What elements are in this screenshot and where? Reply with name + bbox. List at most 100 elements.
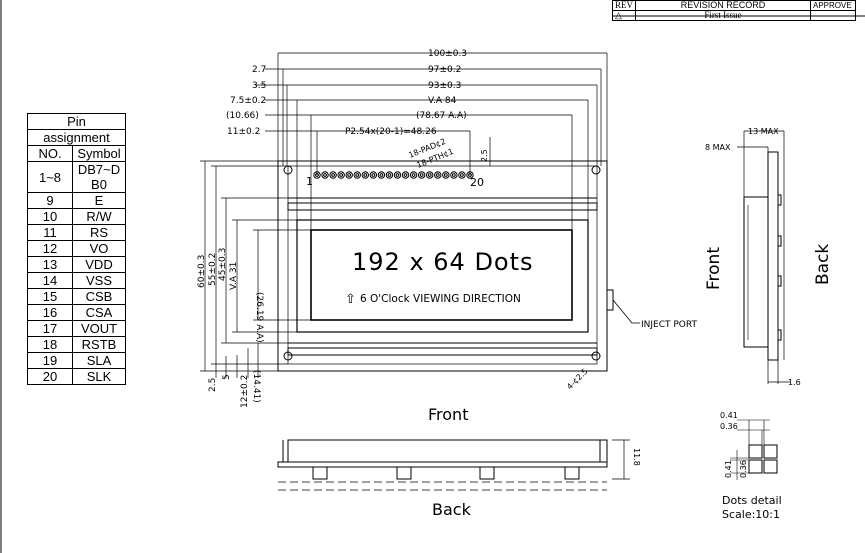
side-thickness: 1.6: [788, 378, 801, 387]
inject-port: [606, 289, 614, 311]
pin-hole: [323, 173, 327, 177]
dim-93: 93±0.3: [428, 81, 461, 91]
pin-pad: [426, 171, 434, 179]
pin-hole: [363, 173, 368, 177]
pin-number: 20: [27, 368, 73, 385]
pin-hole: [347, 173, 352, 177]
module-bezel: [287, 165, 598, 365]
left-dimensions: [200, 160, 311, 378]
viewing-area: [296, 219, 589, 333]
viewing-arrow-icon: ⇧: [345, 292, 356, 307]
pin-hole: [419, 173, 424, 177]
dim-97: 97±0.2: [428, 65, 461, 75]
back-view: [277, 439, 630, 491]
dim-2-5: 2.5: [208, 378, 218, 392]
hole-label: 4-¢2.5: [565, 367, 590, 392]
pin-hole: [339, 173, 344, 177]
side-8-max: 8 MAX: [705, 143, 731, 152]
display-text: 192 x 64 Dots: [352, 248, 534, 276]
pin-pad: [393, 171, 402, 179]
dim-55: 55±0.2: [208, 253, 218, 286]
dot-size-1: 0.41: [720, 411, 738, 420]
pin-pad: [353, 171, 361, 179]
dim-26-19: (26.19 A.A): [254, 292, 264, 343]
pin-hole: [427, 173, 432, 177]
pin-number: 10: [27, 208, 73, 225]
pin-pad: [345, 171, 353, 179]
pin-pad: [434, 171, 442, 179]
dim-va-31: V.A 31: [229, 262, 239, 290]
pin-pad: [458, 171, 466, 179]
pin-hole: [403, 173, 408, 177]
dim-11: 11±0.2: [227, 127, 260, 137]
pin-pad: [337, 171, 345, 179]
pin-hole: [443, 173, 448, 177]
front-view-label: Front: [428, 405, 468, 424]
pin-last-label: 20: [470, 176, 484, 189]
dim-3-5: 3.5: [252, 81, 266, 91]
pin-number: 19: [27, 352, 73, 369]
pin-pad: [377, 171, 386, 179]
pin-hole: [371, 173, 376, 177]
dim-7-5: 7.5±0.2: [230, 96, 266, 106]
pin-number: 17: [27, 320, 73, 337]
pin-number: 1~8: [27, 161, 73, 193]
pin-table-title-2: assignment: [27, 129, 126, 146]
pin-hole: [451, 173, 456, 177]
pin-hole: [355, 173, 360, 177]
mount-hole-bl: [283, 351, 293, 361]
back-height-label: 11.8: [632, 448, 641, 466]
mount-hole-tr: [591, 165, 601, 175]
dot-size-2: 0.36: [720, 422, 738, 431]
inject-port-label: INJECT PORT: [641, 320, 697, 330]
pin-hole: [331, 173, 336, 177]
pin-hole: [379, 173, 384, 177]
side-13-max: 13 MAX: [748, 127, 779, 136]
pin-pad: [450, 171, 458, 179]
side-front-label: Front: [704, 247, 724, 290]
pin-pad: [329, 171, 337, 179]
dim-45: 45±0.3: [218, 248, 228, 281]
dim-100: 100±0.3: [428, 49, 467, 59]
pin-hole: [435, 173, 440, 177]
pin-pad: [442, 171, 450, 179]
pin-hole: [411, 173, 416, 177]
inject-port-leader: [612, 299, 640, 324]
pin-first-label: 1: [306, 175, 313, 188]
top-rail: [287, 202, 598, 211]
mount-hole-br: [591, 351, 601, 361]
pin-pad: [369, 171, 378, 179]
back-view-label: Back: [432, 500, 472, 519]
pin-pad: [361, 171, 369, 179]
dim-14-41: (14.41): [251, 370, 261, 403]
pin-pad: [321, 171, 329, 179]
dim-10-66: (10.66): [226, 111, 259, 121]
dots-detail-title: Dots detail: [722, 494, 782, 507]
pin-pad: [409, 171, 418, 179]
viewing-direction-text: 6 O'Clock VIEWING DIRECTION: [360, 293, 521, 305]
dim-2-7: 2.7: [252, 65, 266, 75]
bottom-rail: [287, 347, 598, 356]
pin-hole: [460, 173, 464, 177]
dim-12: 12±0.2: [240, 375, 250, 408]
dim-78-67: (78.67 A.A): [416, 111, 467, 121]
pin-number: 13: [27, 256, 73, 273]
pin-pad: [417, 171, 426, 179]
top-dimensions: [255, 52, 608, 230]
pin-symbol: SLK: [72, 368, 126, 385]
pin-pad: [385, 171, 394, 179]
dim-pitch: P2.54x(20-1)=48.26: [345, 127, 437, 137]
dots-detail: [730, 419, 778, 480]
pin-offset-label: 2.5: [480, 149, 489, 162]
pin-symbol: DB7~D B0: [72, 161, 126, 193]
pin-hole: [387, 173, 392, 177]
side-view: [737, 130, 790, 384]
dots-detail-scale: Scale:10:1: [722, 508, 780, 521]
